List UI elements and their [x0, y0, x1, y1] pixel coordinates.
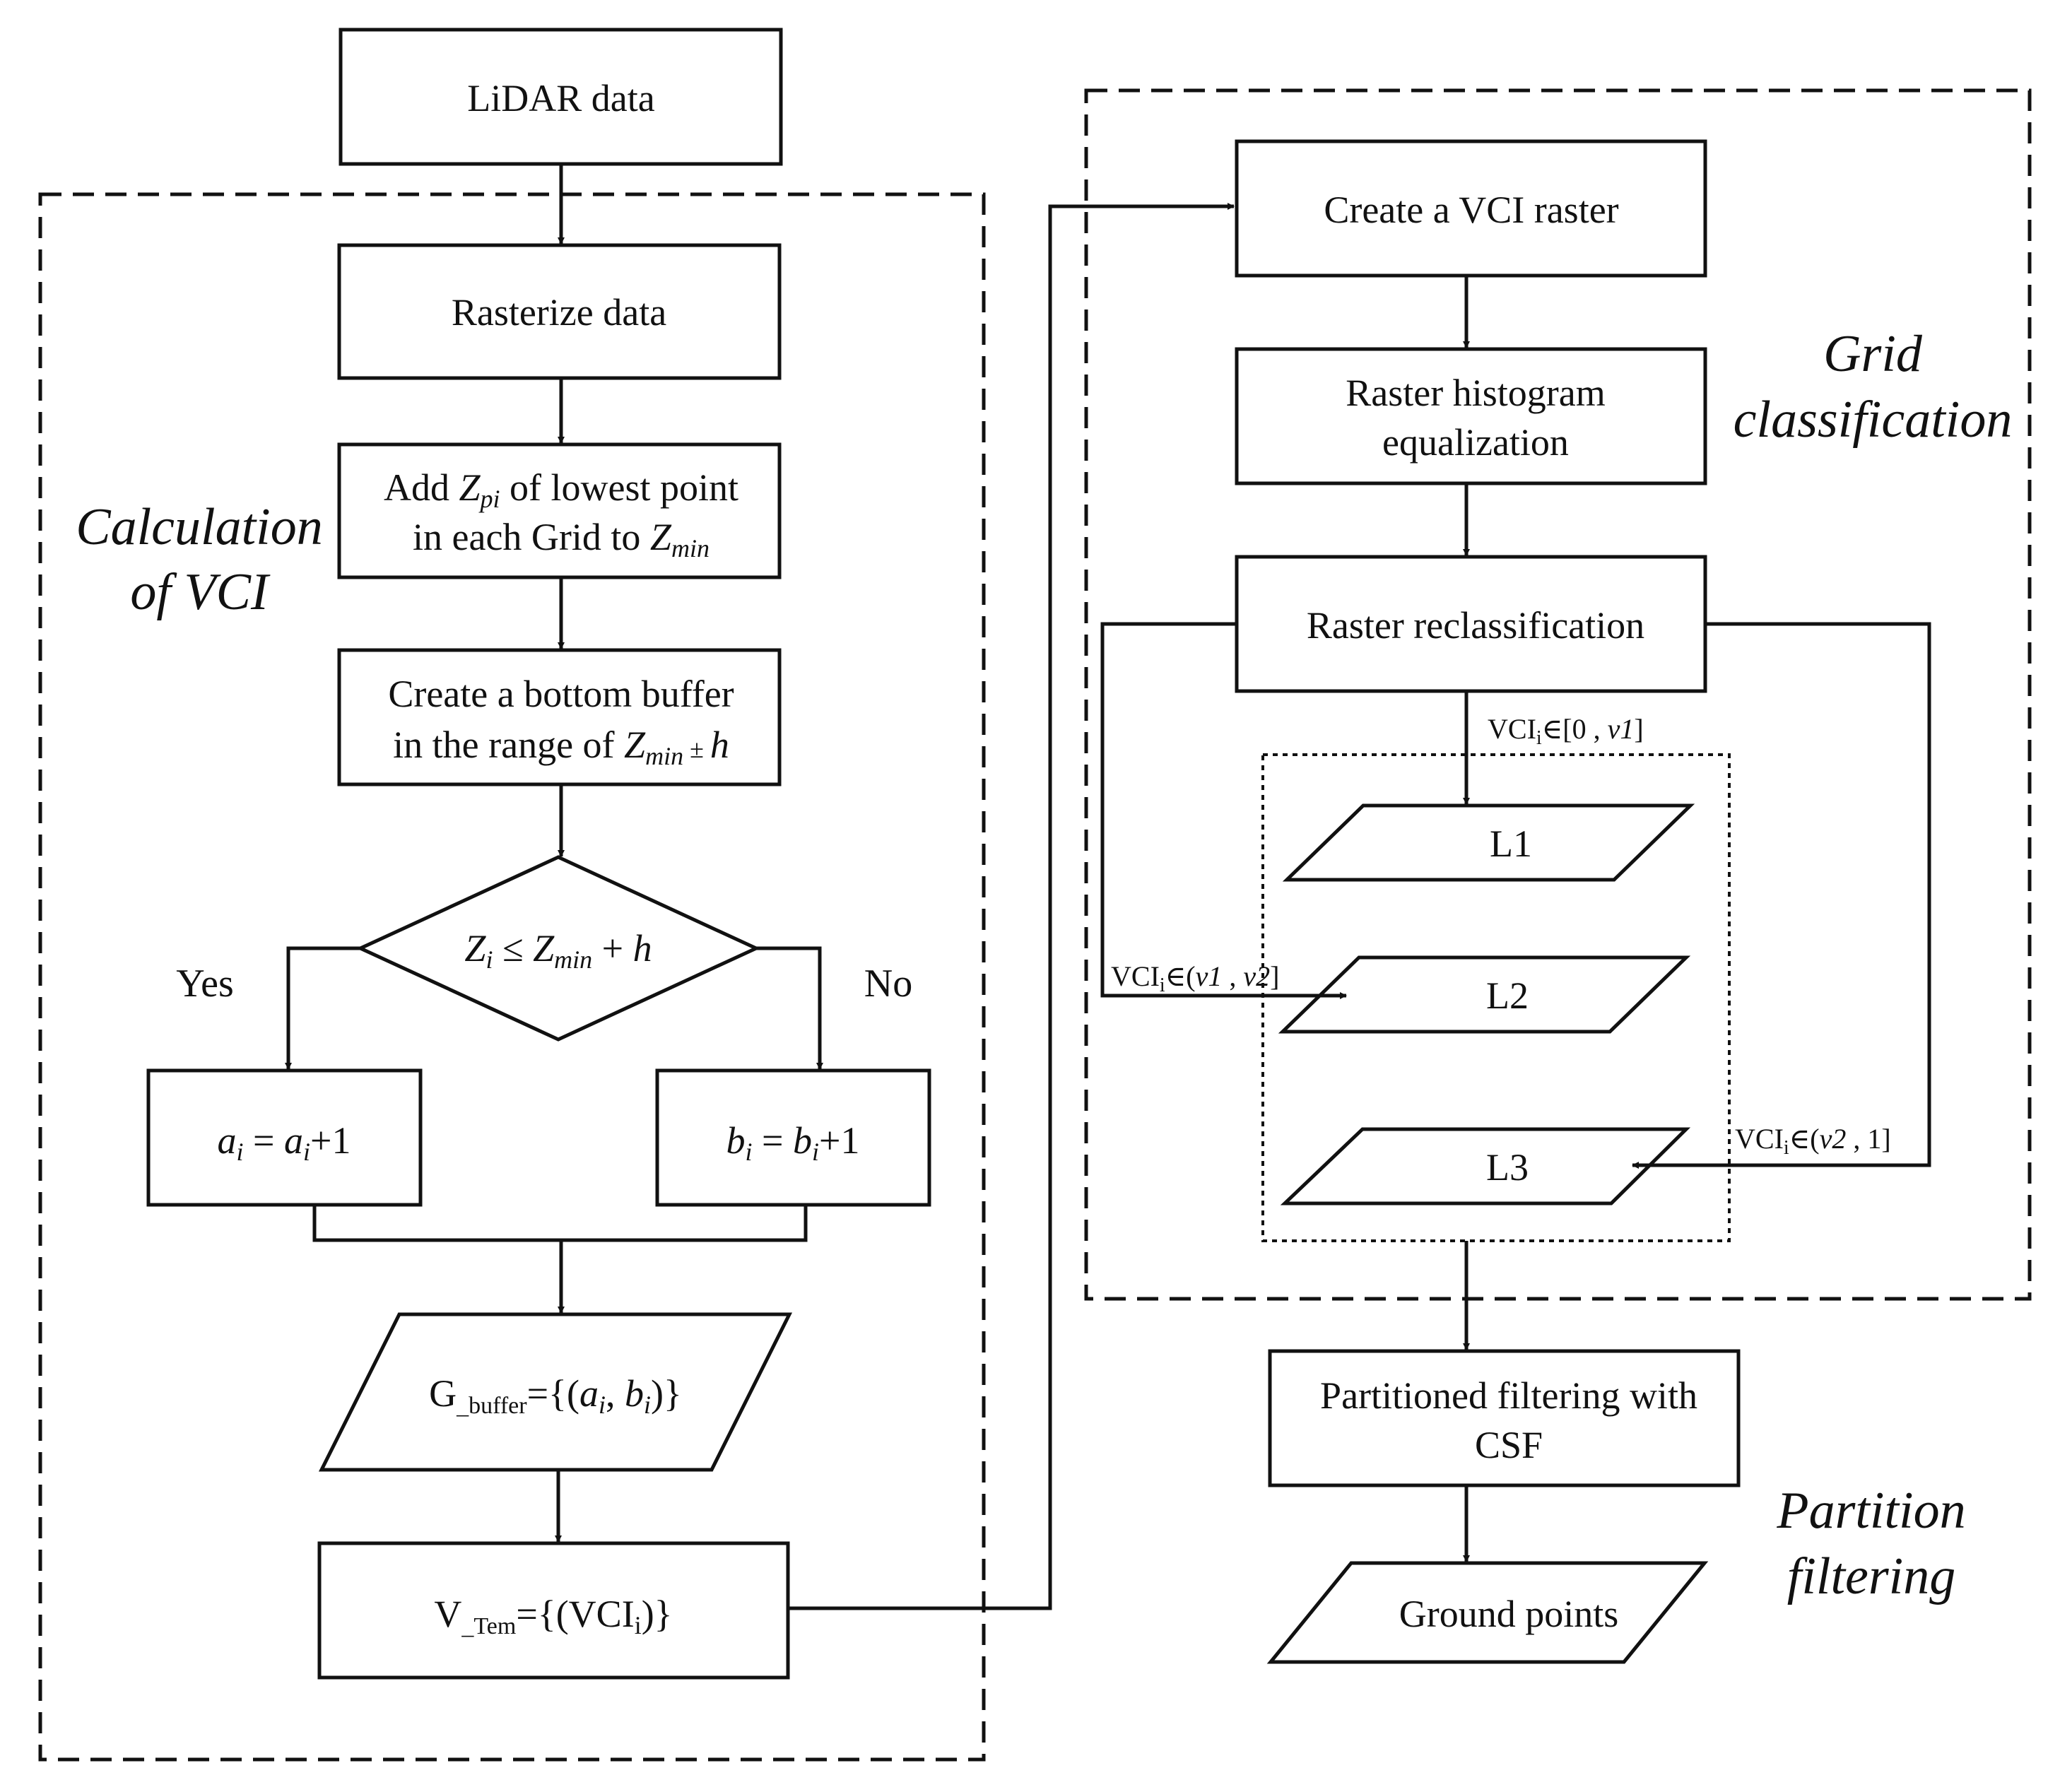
svg-text:bi = bi+1: bi = bi+1 — [726, 1119, 860, 1166]
svg-text:Create a bottom buffer: Create a bottom buffer — [388, 673, 734, 715]
svg-text:Raster reclassification: Raster reclassification — [1307, 604, 1644, 647]
svg-text:Ground points: Ground points — [1399, 1593, 1619, 1635]
svg-text:L1: L1 — [1490, 823, 1532, 865]
g-buffer-parallelogram: G_buffer={(ai, bi)} — [318, 1312, 793, 1472]
range-label-l1: VCIi∈[0 , v1] — [1488, 713, 1644, 749]
level-l2-parallelogram: L2 — [1278, 955, 1691, 1034]
ground-points-parallelogram: Ground points — [1266, 1561, 1709, 1664]
grid-group-border — [1084, 88, 2032, 1301]
v-tem-box: V_Tem={(VCIi)} — [317, 1541, 790, 1680]
svg-text:Add Zpi of lowest point: Add Zpi of lowest point — [384, 466, 738, 513]
svg-text:in each Grid to Zmin: in each Grid to Zmin — [413, 516, 710, 562]
arrow-reclass-to-l2 — [1100, 622, 1347, 999]
arrow-decision-yes — [285, 946, 360, 1070]
svg-text:in the range of Zmin ± h: in the range of Zmin ± h — [393, 724, 729, 770]
yes-label: Yes — [176, 962, 233, 1006]
bottom-buffer-box: Create a bottom buffer in the range of Z… — [337, 648, 782, 786]
partition-group-label-2: filtering — [1787, 1548, 1955, 1605]
a-increment-box: ai = ai+1 — [146, 1068, 423, 1207]
svg-text:Raster histogram: Raster histogram — [1346, 372, 1605, 414]
level-l3-parallelogram: L3 — [1280, 1127, 1691, 1206]
lidar-data-box: LiDAR data — [339, 28, 783, 166]
svg-text:V_Tem={(VCIi)}: V_Tem={(VCIi)} — [434, 1593, 672, 1639]
svg-text:L2: L2 — [1486, 974, 1529, 1017]
svg-text:G_buffer={(ai, bi)}: G_buffer={(ai, bi)} — [429, 1372, 682, 1419]
svg-text:Zi ≤ Zmin + h: Zi ≤ Zmin + h — [464, 927, 652, 974]
merge-connector — [312, 1205, 808, 1242]
create-vci-raster-box: Create a VCI raster — [1235, 139, 1707, 278]
histogram-box: Raster histogram equalization — [1235, 347, 1707, 485]
svg-text:LiDAR data: LiDAR data — [467, 77, 654, 119]
rasterize-data-box: Rasterize data — [337, 243, 782, 380]
b-increment-box: bi = bi+1 — [655, 1068, 931, 1207]
arrow-vtem-to-create-raster — [788, 203, 1235, 1610]
decision-diamond: Zi ≤ Zmin + h — [356, 855, 760, 1042]
grid-group-label-2: classification — [1734, 391, 2013, 449]
grid-group-label: Grid — [1823, 325, 1923, 383]
arrow-decision-no — [756, 946, 823, 1070]
no-label: No — [864, 962, 912, 1006]
partition-group-label: Partition — [1776, 1482, 1965, 1540]
svg-text:L3: L3 — [1486, 1146, 1529, 1189]
add-zpi-box: Add Zpi of lowest point in each Grid to … — [337, 442, 782, 579]
reclassification-box: Raster reclassification — [1235, 555, 1707, 693]
vci-group-label-2: of VCI — [130, 563, 271, 621]
vci-group-label: Calculation — [76, 498, 322, 556]
levels-group-border — [1261, 753, 1731, 1242]
svg-text:Partitioned filtering with: Partitioned filtering with — [1320, 1374, 1697, 1417]
svg-text:Create a VCI raster: Create a VCI raster — [1324, 189, 1618, 231]
svg-text:CSF: CSF — [1475, 1424, 1543, 1466]
svg-text:ai = ai+1: ai = ai+1 — [218, 1119, 351, 1166]
svg-text:Rasterize data: Rasterize data — [452, 291, 666, 334]
partitioned-filtering-box: Partitioned filtering with CSF — [1268, 1349, 1741, 1487]
range-label-l2: VCIi∈(v1 , v2] — [1111, 960, 1279, 996]
arrow-reclass-to-l3 — [1632, 622, 1931, 1169]
range-label-l3: VCIi∈(v2 , 1] — [1735, 1123, 1891, 1159]
vci-group-border — [38, 192, 986, 1762]
level-l1-parallelogram: L1 — [1282, 803, 1695, 882]
svg-text:equalization: equalization — [1382, 421, 1569, 464]
